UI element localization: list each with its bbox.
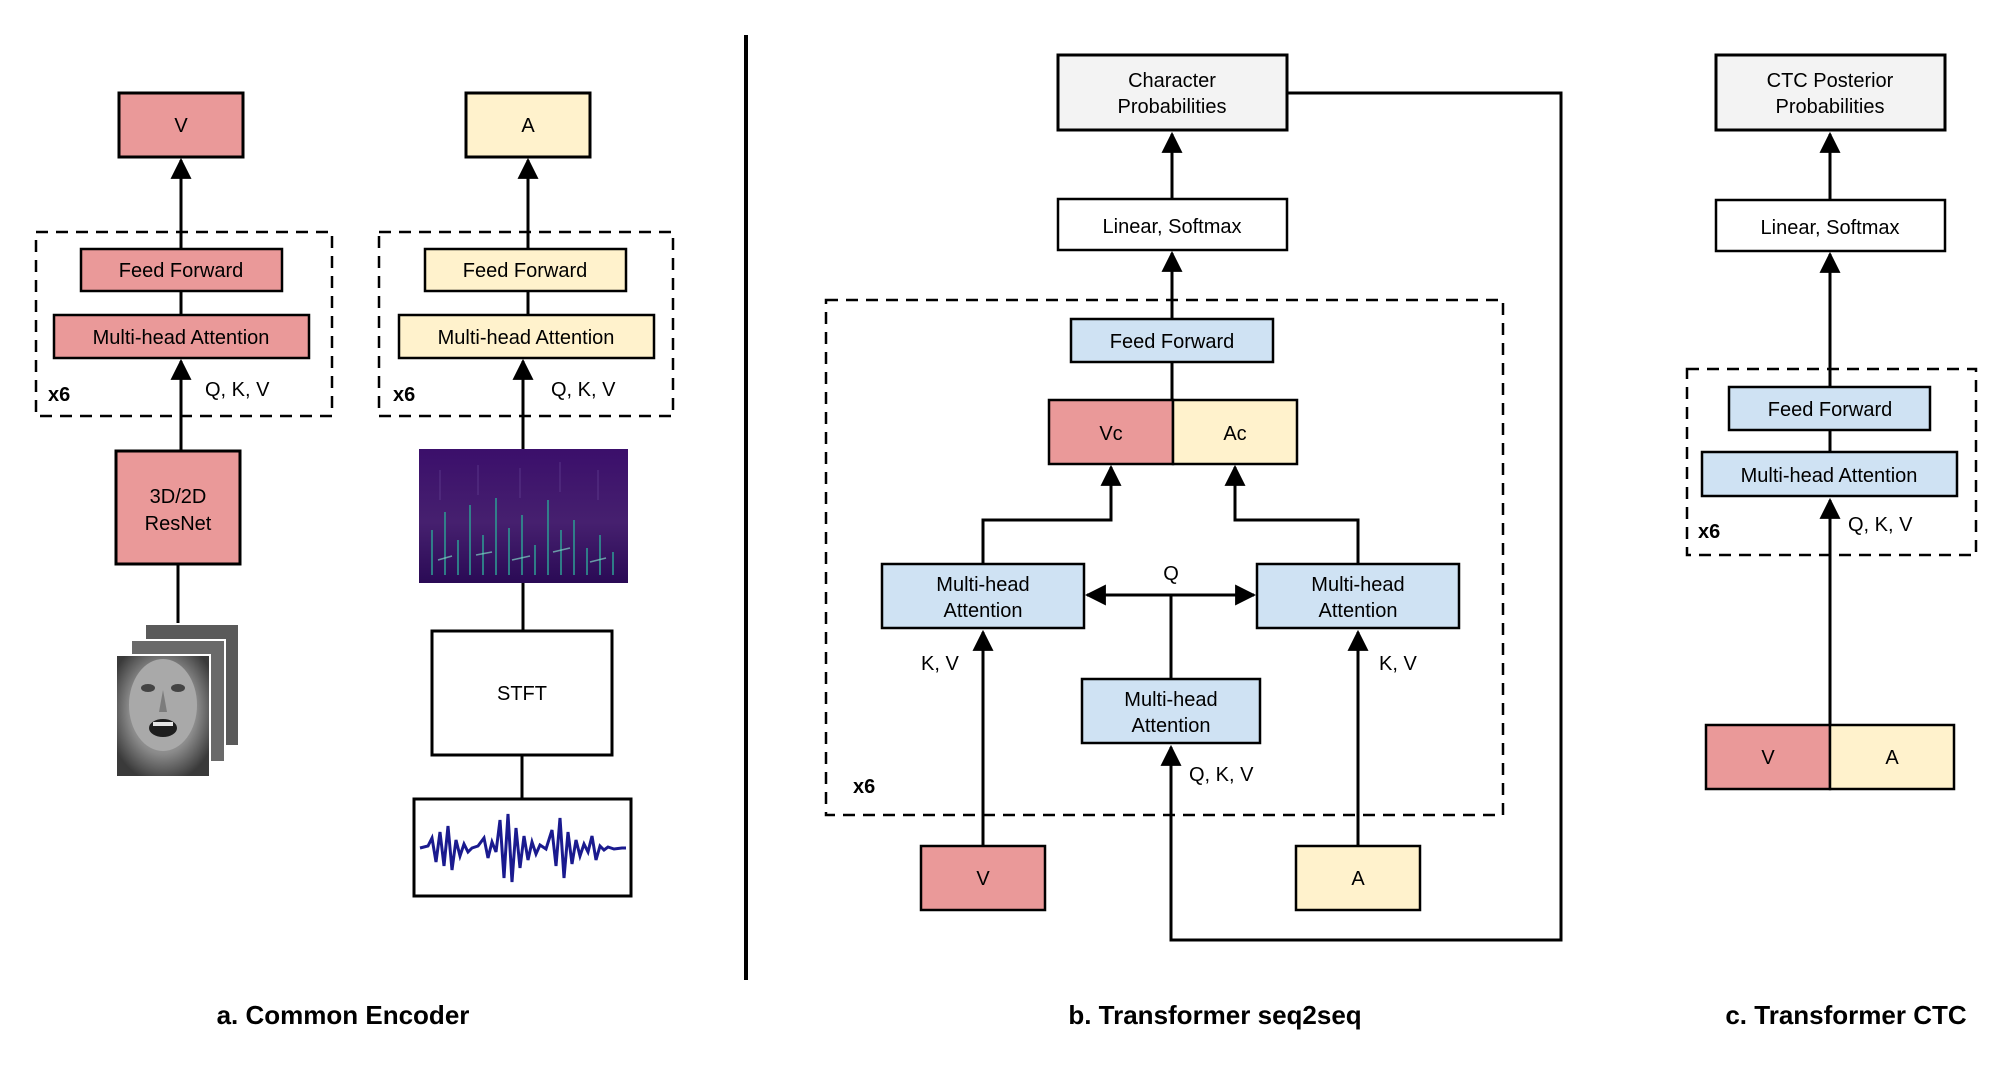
char-prob-label-line2: Probabilities — [1118, 96, 1227, 118]
visual-output-box — [117, 91, 245, 159]
ctc-qkv-label: Q, K, V — [1848, 514, 1913, 536]
visual-encoder-repeat-block — [34, 230, 334, 418]
left-attention-label-line1: Multi-head — [936, 574, 1029, 596]
visual-repeat-label: x6 — [48, 384, 70, 406]
char-prob-label-line1: Character — [1128, 70, 1216, 92]
audio-feed-forward-box — [423, 247, 628, 293]
stft-label: STFT — [497, 683, 547, 705]
kv-left-label: K, V — [921, 653, 959, 675]
decoder-feed-forward-label: Feed Forward — [1110, 331, 1235, 353]
linear-softmax-box — [1056, 197, 1289, 252]
resnet-label-line1: 3D/2D — [150, 486, 207, 508]
audio-attention-box — [397, 313, 656, 360]
face-frames-icon — [115, 623, 240, 778]
panel-a-audio-branch: A Feed Forward Multi-head Attention x6 Q… — [377, 91, 675, 898]
ctc-repeat-label: x6 — [1698, 521, 1720, 543]
center-attention-label-line1: Multi-head — [1124, 689, 1217, 711]
ctc-v-input-box — [1704, 723, 1832, 791]
seq2seq-v-input-box — [919, 844, 1047, 912]
ctc-prob-box — [1714, 53, 1947, 132]
right-attention-box — [1255, 562, 1461, 630]
resnet-label-line2: ResNet — [145, 513, 212, 535]
visual-attention-label: Multi-head Attention — [93, 327, 270, 349]
ctc-a-input-label: A — [1885, 747, 1899, 769]
left-attention-to-vc-arrow — [981, 464, 1122, 564]
ctc-prob-label-line2: Probabilities — [1776, 96, 1885, 118]
center-qkv-label: Q, K, V — [1189, 764, 1254, 786]
ctc-feed-forward-box — [1727, 385, 1932, 432]
audio-feed-forward-label: Feed Forward — [463, 260, 588, 282]
caption-panel-a: a. Common Encoder — [217, 1000, 470, 1030]
vc-label: Vc — [1099, 423, 1122, 445]
ctc-prob-label-line1: CTC Posterior — [1767, 70, 1894, 92]
ac-box — [1171, 398, 1299, 466]
decoder-repeat-block — [824, 298, 1505, 817]
left-attention-label-line2: Attention — [944, 600, 1023, 622]
feedback-loop-arrow — [1160, 91, 1563, 942]
visual-qkv-label: Q, K, V — [205, 379, 270, 401]
audio-encoder-repeat-block — [377, 230, 675, 418]
linear-softmax-label: Linear, Softmax — [1103, 216, 1242, 238]
left-attention-box — [880, 562, 1086, 630]
panel-b: Character Probabilities Linear, Softmax … — [824, 53, 1563, 942]
char-prob-box — [1056, 53, 1289, 132]
audio-output-box — [464, 91, 592, 159]
visual-attention-box — [52, 313, 311, 360]
right-attention-label-line1: Multi-head — [1311, 574, 1404, 596]
seq2seq-v-input-label: V — [976, 868, 990, 890]
audio-repeat-label: x6 — [393, 384, 415, 406]
ctc-repeat-block — [1685, 367, 1978, 557]
seq2seq-a-input-label: A — [1351, 868, 1365, 890]
ctc-v-input-label: V — [1761, 747, 1775, 769]
ctc-feed-forward-label: Feed Forward — [1768, 399, 1893, 421]
ac-label: Ac — [1223, 423, 1246, 445]
q-label: Q — [1163, 563, 1179, 585]
waveform-icon — [412, 797, 633, 898]
center-attention-box — [1080, 677, 1262, 745]
kv-right-label: K, V — [1379, 653, 1417, 675]
decoder-repeat-label: x6 — [853, 776, 875, 798]
caption-panel-b: b. Transformer seq2seq — [1068, 1000, 1361, 1030]
resnet-box — [114, 449, 242, 566]
seq2seq-a-input-box — [1294, 844, 1422, 912]
stft-box — [430, 629, 614, 757]
audio-qkv-label: Q, K, V — [551, 379, 616, 401]
ctc-linear-softmax-label: Linear, Softmax — [1761, 217, 1900, 239]
spectrogram-icon — [419, 449, 628, 583]
audio-attention-label: Multi-head Attention — [438, 327, 615, 349]
decoder-feed-forward-box — [1069, 317, 1275, 364]
visual-feed-forward-label: Feed Forward — [119, 260, 244, 282]
panel-a-visual-branch: V Feed Forward Multi-head Attention x6 Q… — [34, 91, 334, 778]
center-attention-label-line2: Attention — [1132, 715, 1211, 737]
ctc-a-input-box — [1828, 723, 1956, 791]
right-attention-to-ac-arrow — [1224, 464, 1360, 564]
ctc-linear-softmax-box — [1714, 198, 1947, 253]
caption-panel-c: c. Transformer CTC — [1725, 1000, 1967, 1030]
ctc-attention-label: Multi-head Attention — [1741, 465, 1918, 487]
vc-box — [1047, 398, 1175, 466]
right-attention-label-line2: Attention — [1319, 600, 1398, 622]
audio-output-label: A — [521, 115, 535, 137]
ctc-attention-box — [1700, 450, 1959, 498]
visual-feed-forward-box — [79, 247, 284, 293]
visual-output-label: V — [174, 115, 188, 137]
panel-c: CTC Posterior Probabilities Linear, Soft… — [1685, 53, 1978, 791]
